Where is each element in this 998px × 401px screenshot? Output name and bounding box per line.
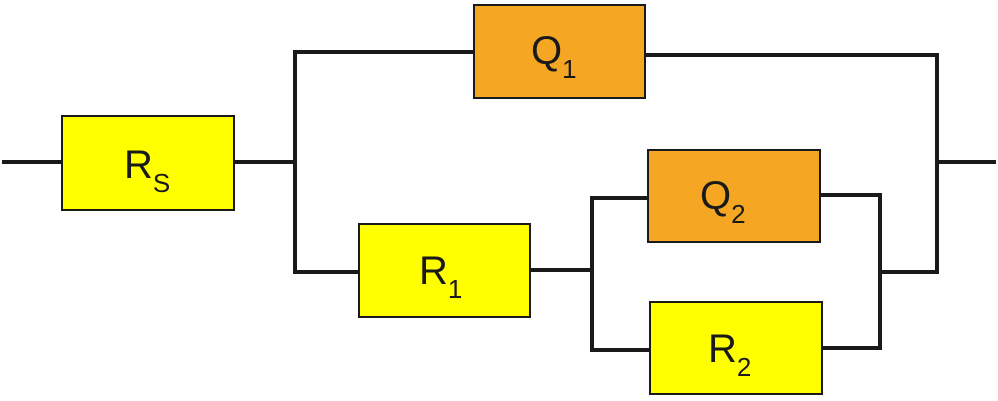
cpe-q1-box xyxy=(473,4,646,99)
cpe-q2-box xyxy=(647,149,821,243)
resistor-r2-box xyxy=(649,301,823,395)
cpe-q2: Q2 xyxy=(647,149,821,243)
wires xyxy=(2,50,996,352)
resistor-r1: R1 xyxy=(358,223,531,318)
resistor-r1-box xyxy=(358,223,531,318)
cpe-q1: Q1 xyxy=(473,4,646,99)
cpe-q2-label: Q2 xyxy=(700,174,746,229)
resistor-r2: R2 xyxy=(649,301,823,395)
resistor-rs: RS xyxy=(61,115,235,211)
resistor-rs-label: RS xyxy=(124,143,170,198)
cpe-q1-label: Q1 xyxy=(531,29,577,84)
resistor-rs-box xyxy=(61,115,235,211)
resistor-r2-label: R2 xyxy=(708,327,751,382)
resistor-r1-label: R1 xyxy=(419,249,462,304)
